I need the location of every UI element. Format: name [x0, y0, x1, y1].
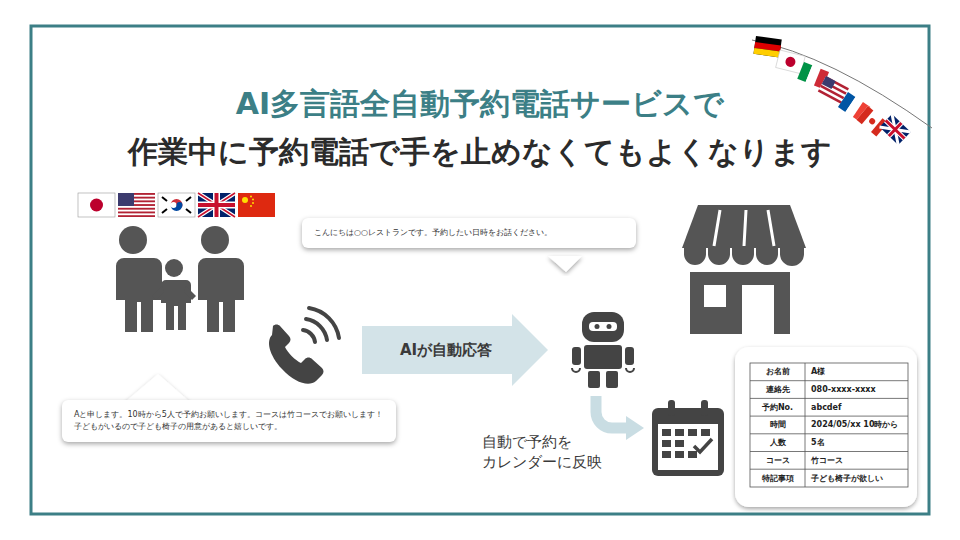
node-text: こんにちは○○レストランです。予約したい日時をお話ください。 [314, 227, 624, 239]
reservation-card [735, 347, 917, 507]
bunting [752, 36, 932, 145]
node-text: Aと申します。10時から5人で予約お願いします。コースは竹コースでお願いします！… [74, 409, 384, 432]
table-key: 人数 [750, 434, 805, 452]
table-value: A様 [805, 363, 908, 381]
speech-bubble: Aと申します。10時から5人で予約お願いします。コースは竹コースでお願いします！… [62, 400, 396, 442]
bubble-pointer [125, 374, 190, 402]
shop-icon [682, 205, 806, 334]
table-key: 予約No. [750, 398, 805, 416]
reservation-table [750, 363, 908, 487]
node-text: AIが自動応答 [400, 341, 492, 360]
table-value: 竹コース [805, 452, 908, 470]
table-key: 時間 [750, 416, 805, 434]
table-key: 連絡先 [750, 381, 805, 399]
table-value: 子ども椅子が欲しい [805, 469, 908, 487]
arrow-label: AIが自動応答 [362, 326, 512, 374]
phone-icon [269, 308, 339, 384]
table-value: 5名 [805, 434, 908, 452]
robot-icon [572, 312, 634, 388]
frame [31, 26, 929, 514]
table-key: お名前 [750, 363, 805, 381]
flag-row [78, 193, 275, 217]
family-icon [112, 226, 244, 332]
bubble-pointer [548, 256, 582, 272]
calendar-icon [652, 400, 724, 476]
flow-arrow [596, 396, 644, 440]
table-value: 2024/05/xx 10時から [805, 416, 908, 434]
title: AI多言語全自動予約電話サービスで 作業中に予約電話で手を止めなくてもよくなりま… [30, 80, 930, 176]
table-value: abcdef [805, 398, 908, 416]
table-key: 特記事項 [750, 469, 805, 487]
table-key: コース [750, 452, 805, 470]
arrow-band [362, 314, 548, 386]
table-value: 080-xxxx-xxxx [805, 381, 908, 399]
annotation: 自動で予約を カレンダーに反映 [482, 432, 622, 473]
speech-bubble: こんにちは○○レストランです。予約したい日時をお話ください。 [302, 218, 636, 248]
